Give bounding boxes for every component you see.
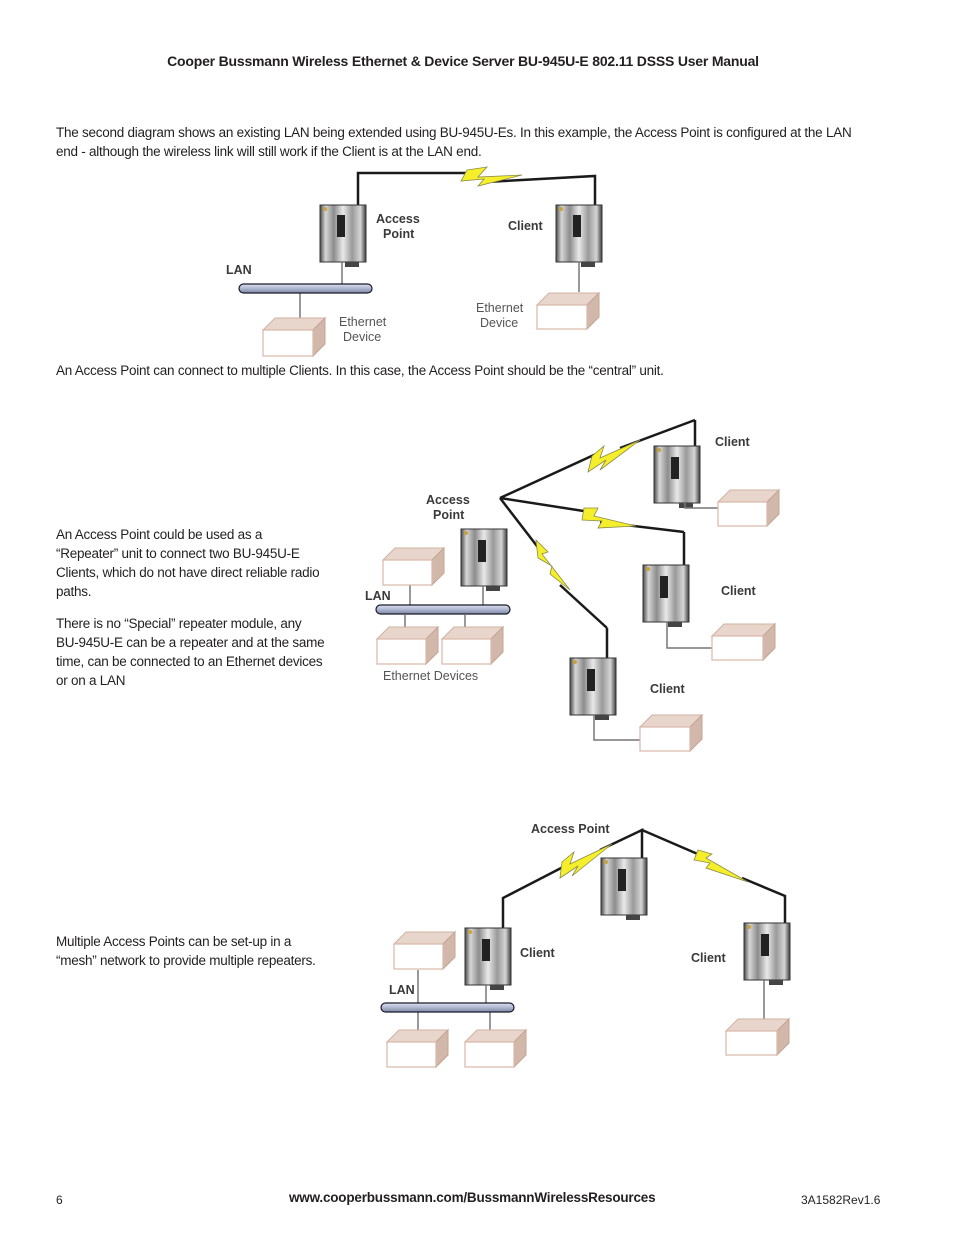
ethernet-device-label: Device — [480, 316, 518, 330]
ethernet-device-icon — [392, 930, 457, 971]
lan-label: LAN — [365, 589, 391, 603]
ethernet-device-icon — [638, 713, 704, 753]
ethernet-device-icon — [381, 546, 446, 587]
ethernet-device-icon — [710, 622, 777, 662]
mesh-network-diagram: Access Point Client Client LAN — [380, 822, 791, 1069]
radio-module-icon — [319, 204, 367, 267]
radio-module-icon — [460, 528, 508, 591]
lightning-bolt-icon — [693, 849, 749, 883]
multi-client-paragraph: An Access Point can connect to multiple … — [56, 363, 664, 378]
ethernet-devices-label: Ethernet Devices — [383, 669, 478, 683]
lan-bar — [380, 1002, 515, 1013]
radio-module-icon — [642, 564, 690, 627]
ethernet-device-icon — [724, 1017, 791, 1057]
repeater-note-paragraph: There is no “Special” repeater module, a… — [56, 616, 325, 688]
client-label: Client — [650, 682, 686, 696]
access-point-label: Point — [383, 227, 415, 241]
lan-label: LAN — [389, 983, 415, 997]
page-header-title: Cooper Bussmann Wireless Ethernet & Devi… — [167, 53, 759, 69]
ethernet-device-icon — [463, 1028, 528, 1069]
radio-module-icon — [569, 657, 617, 720]
ethernet-device-icon — [440, 625, 505, 666]
link-line — [356, 171, 470, 210]
client-label: Client — [715, 435, 751, 449]
lan-label: LAN — [226, 263, 252, 277]
client-label: Client — [691, 951, 727, 965]
lan-bar — [238, 283, 373, 294]
ethernet-device-icon — [535, 291, 601, 331]
ethernet-device-icon — [716, 488, 781, 528]
access-point-label: Point — [433, 508, 465, 522]
lan-bar — [375, 604, 511, 615]
lightning-bolt-icon — [587, 439, 641, 473]
lightning-bolt-icon — [559, 843, 613, 879]
multi-client-diagram: Access Point Client Client Client LAN Et… — [365, 418, 781, 753]
radio-module-icon — [555, 204, 603, 267]
radio-module-icon — [653, 445, 701, 508]
radio-module-icon — [743, 922, 791, 985]
page-number: 6 — [56, 1193, 63, 1207]
radio-module-icon — [464, 927, 512, 990]
ethernet-device-icon — [261, 316, 327, 358]
access-point-label: Access — [426, 493, 470, 507]
link-line — [484, 174, 597, 210]
lightning-bolt-icon — [581, 507, 637, 529]
intro-paragraph: The second diagram shows an existing LAN… — [56, 125, 852, 159]
ethernet-device-label: Ethernet — [476, 301, 524, 315]
radio-module-icon — [600, 857, 648, 920]
access-point-label: Access — [376, 212, 420, 226]
lightning-bolt-icon — [460, 166, 523, 187]
lan-extension-diagram: Access Point Client LAN Ethernet Device … — [226, 166, 603, 358]
ethernet-device-icon — [375, 625, 440, 666]
client-label: Client — [721, 584, 757, 598]
footer-url-link[interactable]: www.cooperbussmann.com/BussmannWirelessR… — [289, 1190, 656, 1205]
mesh-paragraph: Multiple Access Points can be set-up in … — [56, 934, 316, 968]
repeater-paragraph: An Access Point could be used as a “Repe… — [56, 527, 320, 599]
document-code: 3A1582Rev1.6 — [801, 1193, 881, 1207]
client-label: Client — [508, 219, 544, 233]
ethernet-device-label: Ethernet — [339, 315, 387, 329]
client-label: Client — [520, 946, 556, 960]
ethernet-device-icon — [385, 1028, 450, 1069]
lightning-bolt-icon — [535, 538, 571, 591]
access-point-label: Access Point — [531, 822, 610, 836]
ethernet-device-label: Device — [343, 330, 381, 344]
